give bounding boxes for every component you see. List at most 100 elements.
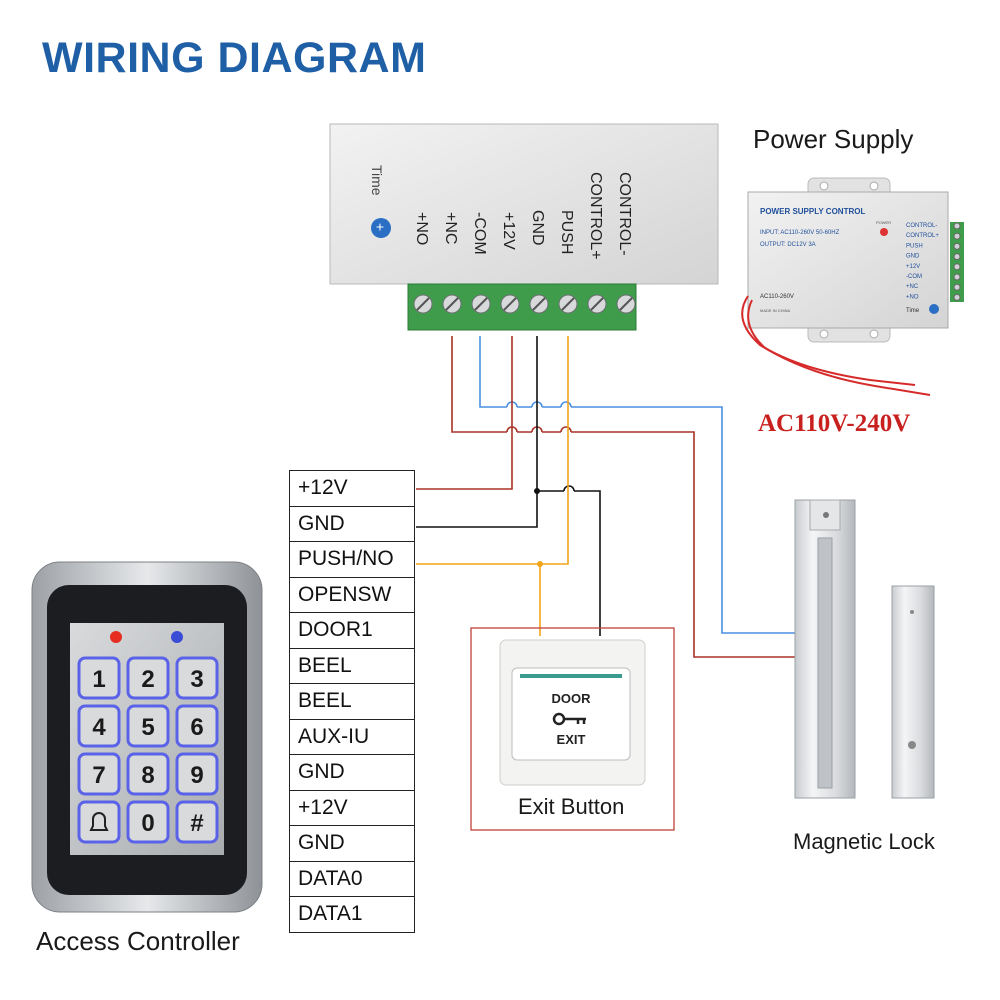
wire-gnd-to-exit: [537, 490, 601, 636]
keypad-key-label: 6: [190, 714, 203, 741]
terminal-row: GND: [289, 754, 415, 791]
keypad-key-label: 9: [190, 762, 203, 789]
terminal-row: GND: [289, 825, 415, 862]
terminal-label: +12V: [289, 789, 415, 826]
closeup-terminal-label: +NC: [442, 212, 459, 244]
terminal-row: DOOR1: [289, 612, 415, 649]
ps-screw-icon: [953, 253, 961, 261]
terminal-row: +12V: [289, 789, 415, 826]
svg-text:OUTPUT: DC12V 3A: OUTPUT: DC12V 3A: [760, 242, 816, 248]
ps-housing: [747, 191, 949, 329]
wire-gnd-to-controller: [416, 336, 538, 528]
closeup-terminal-label: -COM: [471, 212, 488, 255]
terminal-row: AUX-IU: [289, 718, 415, 755]
screw-slot: [474, 297, 488, 311]
keypad-key[interactable]: [175, 704, 219, 748]
power-supply-photo: POWER SUPPLY CONTROL INPUT: AC110-260V 5…: [741, 177, 964, 396]
terminal-label: BEEL: [289, 683, 415, 720]
ac-input-label: AC110V-240V: [758, 410, 911, 437]
screw-slot: [416, 297, 430, 311]
closeup-terminal-label: +12V: [500, 212, 517, 250]
keypad-key-label: 8: [141, 762, 154, 789]
key-icon: [552, 712, 586, 726]
closeup-terminal-label: GND: [529, 210, 546, 246]
exit-button-group: DOOR EXIT: [470, 627, 675, 831]
svg-text:POWER: POWER: [876, 220, 891, 225]
exit-button-frame: [470, 627, 675, 831]
ps-terminal-strip: [950, 222, 964, 302]
bell-icon: [89, 812, 109, 831]
keypad-key[interactable]: [77, 800, 121, 844]
exit-button-key[interactable]: [511, 667, 631, 761]
power-supply-label: Power Supply: [753, 124, 914, 154]
terminal-row: DATA0: [289, 860, 415, 897]
screw-slot: [503, 297, 517, 311]
ps-terminal-label: +12V: [906, 264, 920, 270]
svg-text:AC110-260V: AC110-260V: [760, 294, 794, 300]
ps-screw-icon: [953, 242, 961, 250]
lock-armature: [891, 585, 935, 799]
exit-button-label: Exit Button: [518, 794, 625, 819]
ps-screw-icon: [953, 273, 961, 281]
svg-text:Time: Time: [906, 308, 920, 314]
screw-slot: [532, 297, 546, 311]
closeup-time-label: Time: [369, 165, 385, 196]
magnetic-lock: [794, 499, 935, 799]
power-led-icon: [880, 228, 888, 236]
svg-text:+: +: [376, 219, 384, 235]
ps-screw-icon: [953, 232, 961, 240]
terminal-label: GND: [289, 505, 415, 542]
keypad-key-label: 1: [92, 666, 105, 693]
screw-slot: [619, 297, 633, 311]
terminal-label: GND: [289, 825, 415, 862]
ps-terminal-label: +NC: [906, 284, 919, 290]
svg-text:EXIT: EXIT: [557, 732, 586, 747]
keypad-key[interactable]: [126, 704, 170, 748]
terminal-row: DATA1: [289, 896, 415, 933]
ps-terminal-label: +NO: [906, 294, 919, 300]
closeup-terminal-label: PUSH: [558, 210, 575, 254]
keypad-key[interactable]: [77, 704, 121, 748]
keypad-key-label: 2: [141, 666, 154, 693]
svg-text:INPUT: AC110-260V 50-60HZ: INPUT: AC110-260V 50-60HZ: [760, 230, 840, 236]
page-title: WIRING DIAGRAM: [42, 34, 427, 82]
terminal-row: OPENSW: [289, 576, 415, 613]
svg-text:MADE IN CHINA: MADE IN CHINA: [760, 308, 791, 313]
svg-text:DOOR: DOOR: [552, 691, 592, 706]
time-knob-icon: [371, 218, 391, 238]
ps-screw-icon: [953, 293, 961, 301]
terminal-row: PUSH/NO: [289, 541, 415, 578]
keypad-key-label: 5: [141, 714, 154, 741]
status-led-red: [110, 631, 122, 643]
terminal-row: +12V: [289, 470, 415, 507]
keypad-key[interactable]: [175, 656, 219, 700]
closeup-housing: [329, 123, 719, 285]
access-controller-label: Access Controller: [36, 926, 240, 956]
terminal-label: PUSH/NO: [289, 541, 415, 578]
keypad-key[interactable]: [77, 752, 121, 796]
keypad-key[interactable]: [126, 752, 170, 796]
ps-terminal-label: -COM: [906, 274, 922, 280]
terminal-row: BEEL: [289, 683, 415, 720]
keypad-key[interactable]: [126, 800, 170, 844]
keypad-key-label: #: [190, 810, 203, 837]
wire-push-to-controller: [416, 336, 569, 565]
keypad-key[interactable]: [77, 656, 121, 700]
ps-terminal-label: CONTROL-: [906, 223, 937, 229]
wire-com-to-lock: [479, 336, 795, 634]
status-led-blue: [171, 631, 183, 643]
keypad-key[interactable]: [175, 752, 219, 796]
terminal-row: BEEL: [289, 647, 415, 684]
keypad-key[interactable]: [126, 656, 170, 700]
terminal-label: GND: [289, 754, 415, 791]
terminal-label: BEEL: [289, 647, 415, 684]
keypad-key-label: 4: [92, 714, 106, 741]
keypad-key-label: 0: [141, 810, 154, 837]
keypad-key[interactable]: [175, 800, 219, 844]
